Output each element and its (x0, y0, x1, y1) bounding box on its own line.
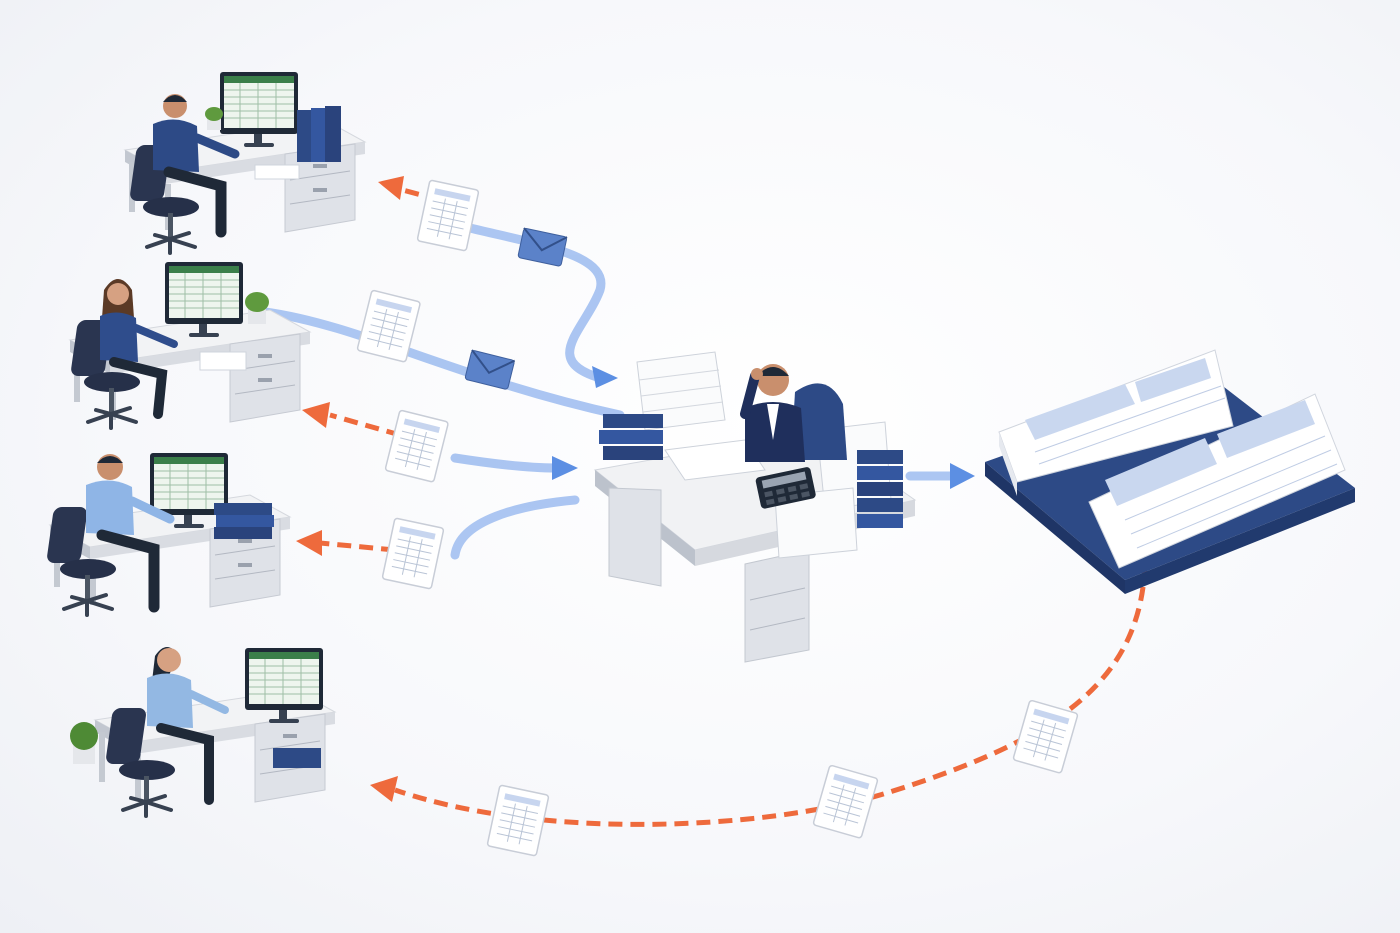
envelope-icon (516, 227, 569, 268)
open-ledger-book-icon (985, 349, 1355, 594)
workstation-3 (44, 452, 291, 617)
arrowhead (592, 366, 618, 388)
arrowhead (378, 176, 404, 200)
person (100, 279, 178, 419)
envelope-icon (463, 349, 516, 391)
workstation-4 (70, 647, 336, 818)
spreadsheet-icon (812, 764, 879, 840)
paper-stack (254, 164, 300, 180)
plant-icon (245, 292, 269, 324)
central-desk (593, 351, 917, 663)
workstation-1 (124, 71, 366, 255)
outbound-flow-3 (319, 540, 396, 553)
arrowhead (552, 456, 578, 480)
workstation-2 (68, 261, 311, 430)
arrowhead (296, 530, 322, 556)
person (86, 454, 175, 613)
paper-stack (199, 351, 247, 371)
person (153, 94, 240, 238)
plant-icon (70, 722, 98, 764)
binders-icon (297, 106, 341, 162)
binder-icon (273, 748, 321, 768)
outbound-flow-2 (329, 412, 401, 438)
inbound-flow-3 (450, 453, 560, 473)
spreadsheet-icon (384, 409, 450, 484)
arrowhead (302, 402, 330, 428)
inbound-arrowheads (552, 366, 975, 489)
spreadsheet-icon (381, 517, 445, 590)
spreadsheet-icon (1012, 699, 1079, 775)
inbound-flows (260, 223, 955, 560)
calculator-icon (755, 467, 816, 509)
outbound-arrowheads (296, 176, 404, 802)
spreadsheet-icon (486, 784, 550, 857)
inbound-flow-4 (450, 495, 580, 560)
arrowhead (370, 776, 398, 802)
person (147, 647, 229, 805)
plant-icon (205, 107, 223, 130)
arrowhead (950, 463, 975, 489)
spreadsheet-icon (416, 179, 480, 252)
binders-icon (214, 503, 274, 539)
stressed-accountant (740, 364, 847, 462)
inbound-flow-2 (260, 307, 625, 420)
binders-icon (599, 414, 903, 528)
